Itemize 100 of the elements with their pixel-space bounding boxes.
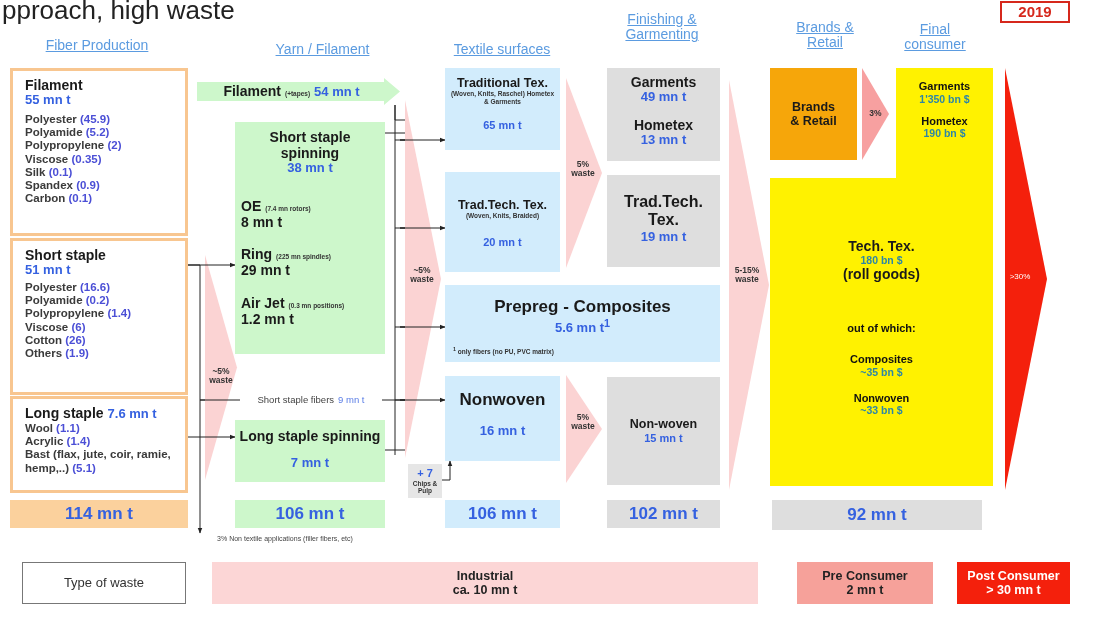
node-heading: Trad.Tech. Tex. [457, 198, 548, 213]
total-bar [10, 500, 188, 528]
fiber-item: Acrylic (1.4) [25, 435, 91, 449]
node-heading: Garments [630, 74, 697, 91]
quantity-text: 92 mn t [847, 505, 907, 525]
quantity-text: 5.6 mn t$^{1}$ [554, 316, 611, 336]
fiber-item: Viscose (6) [25, 320, 86, 334]
category-text: Garments [918, 80, 971, 93]
waste-label: ~5% waste [409, 266, 435, 285]
waste-label: >30% [1009, 272, 1031, 282]
node-heading: Non-woven [629, 417, 698, 432]
flow-text: Short staple fibers [257, 394, 335, 406]
node-heading: Long staple [25, 405, 104, 422]
quantity-text: 49 mn t [640, 90, 687, 106]
category-text: out of which: [847, 322, 916, 335]
product-box [607, 68, 720, 161]
node-heading: Prepreg - Composites [494, 297, 671, 317]
node-heading: Filament [25, 77, 83, 94]
waste-wedge [862, 68, 889, 160]
fiber-item: Polyester (16.6) [25, 281, 111, 295]
fiber-group-box [10, 238, 188, 395]
column-header: Yarn / Filament [274, 42, 371, 58]
waste-label: 5% waste [570, 413, 596, 432]
fiber-item: Polyester (45.9) [25, 113, 111, 127]
waste-type-text: ca. 10 mn t [452, 583, 518, 598]
node-heading: OE [241, 198, 262, 215]
fiber-group-box [10, 396, 188, 493]
textile-surface-box [445, 376, 560, 461]
quantity-text: 9 mn t [338, 394, 365, 406]
fiber-item: Silk (0.1) [25, 165, 73, 180]
node-heading: (roll goods) [843, 266, 920, 283]
column-header: Finishing & Garmenting [624, 12, 700, 43]
waste-wedge [205, 255, 237, 480]
title: pproach, high waste [2, 0, 235, 26]
connector-arrow [399, 397, 446, 403]
quantity-text: 106 mn t [468, 504, 537, 524]
node-heading: Air Jet [241, 294, 285, 311]
node-heading: 29 mn t [241, 262, 290, 279]
column-header: Textile surfaces [452, 42, 552, 58]
product-box [607, 377, 720, 485]
fiber-item: Viscose (0.35) [25, 152, 102, 166]
waste-wedge [1005, 68, 1047, 490]
fiber-item: Others (1.9) [25, 347, 89, 361]
product-box [607, 175, 720, 267]
column-header: Final consumer [903, 22, 967, 53]
quantity-text: 51 mn t [25, 263, 71, 279]
column-header: Brands & Retail [795, 20, 855, 51]
waste-type-text: Industrial [456, 568, 514, 583]
fiber-item: Polyamide (5.2) [25, 126, 110, 140]
waste-type-text: Post Consumer [967, 568, 1060, 583]
waste-wedge [405, 100, 441, 458]
node-heading: Trad.Tech. Tex. [623, 193, 704, 230]
connector-arrow [394, 104, 406, 121]
connector-arrow [187, 264, 203, 534]
waste-type-box [22, 562, 186, 604]
value-text: ~35 bn $ [860, 365, 903, 378]
waste-type-text: 2 mn t [846, 583, 884, 598]
connector-arrow [441, 460, 453, 481]
fiber-item: Carbon (0.1) [25, 192, 93, 206]
waste-type-text: Pre Consumer [822, 568, 908, 583]
consumer-area [770, 68, 993, 486]
quantity-text: 7 mn t [290, 456, 330, 472]
waste-label: 3% [869, 109, 882, 119]
quantity-text: 55 mn t [25, 93, 71, 109]
fiber-item: Bast (flax, jute, coir, ramie, hemp,..) (5.1) [25, 448, 172, 475]
input-box [408, 464, 442, 498]
quantity-text: 20 mn t [483, 235, 522, 249]
connector-arrow [399, 137, 446, 143]
node-heading: Tech. Tex. [848, 238, 915, 255]
spinning-box [235, 122, 385, 354]
year-box [1000, 1, 1070, 23]
value-text: 190 bn $ [923, 127, 966, 140]
category-text: Composites [850, 352, 913, 366]
flow-arrow-shape [197, 78, 400, 105]
waste-wedge [729, 80, 769, 490]
quantity-text: 38 mn t [287, 161, 333, 177]
retail-box [770, 68, 857, 160]
column-header: Fiber Production [44, 38, 150, 54]
fiber-item: Cotton (26) [25, 333, 86, 348]
textile-surface-box [445, 285, 720, 362]
node-heading: Hometex [633, 117, 694, 134]
waste-type-box [957, 562, 1070, 604]
waste-type-text: Type of waste [63, 575, 145, 591]
waste-wedge [566, 375, 602, 483]
textile-surface-box [445, 172, 560, 272]
total-bar [445, 500, 560, 528]
quantity-text: 16 mn t [479, 423, 526, 439]
fiber-item: Polypropylene (2) [25, 139, 122, 153]
quantity-text: 65 mn t [483, 119, 522, 132]
quantity-text: 7.6 mn t [107, 407, 157, 422]
connector-arrow [399, 324, 446, 330]
value-text: 1'350 bn $ [919, 92, 970, 105]
node-heading: Short staple [25, 247, 106, 264]
waste-label: ~5% waste [208, 367, 234, 386]
fiber-item: Polypropylene (1.4) [25, 307, 132, 321]
total-bar [772, 500, 982, 530]
quantity-text: 13 mn t [640, 133, 687, 149]
node-heading: Filament [223, 83, 281, 100]
fiber-item: Spandex (0.9) [25, 179, 100, 193]
total-bar [607, 500, 720, 528]
